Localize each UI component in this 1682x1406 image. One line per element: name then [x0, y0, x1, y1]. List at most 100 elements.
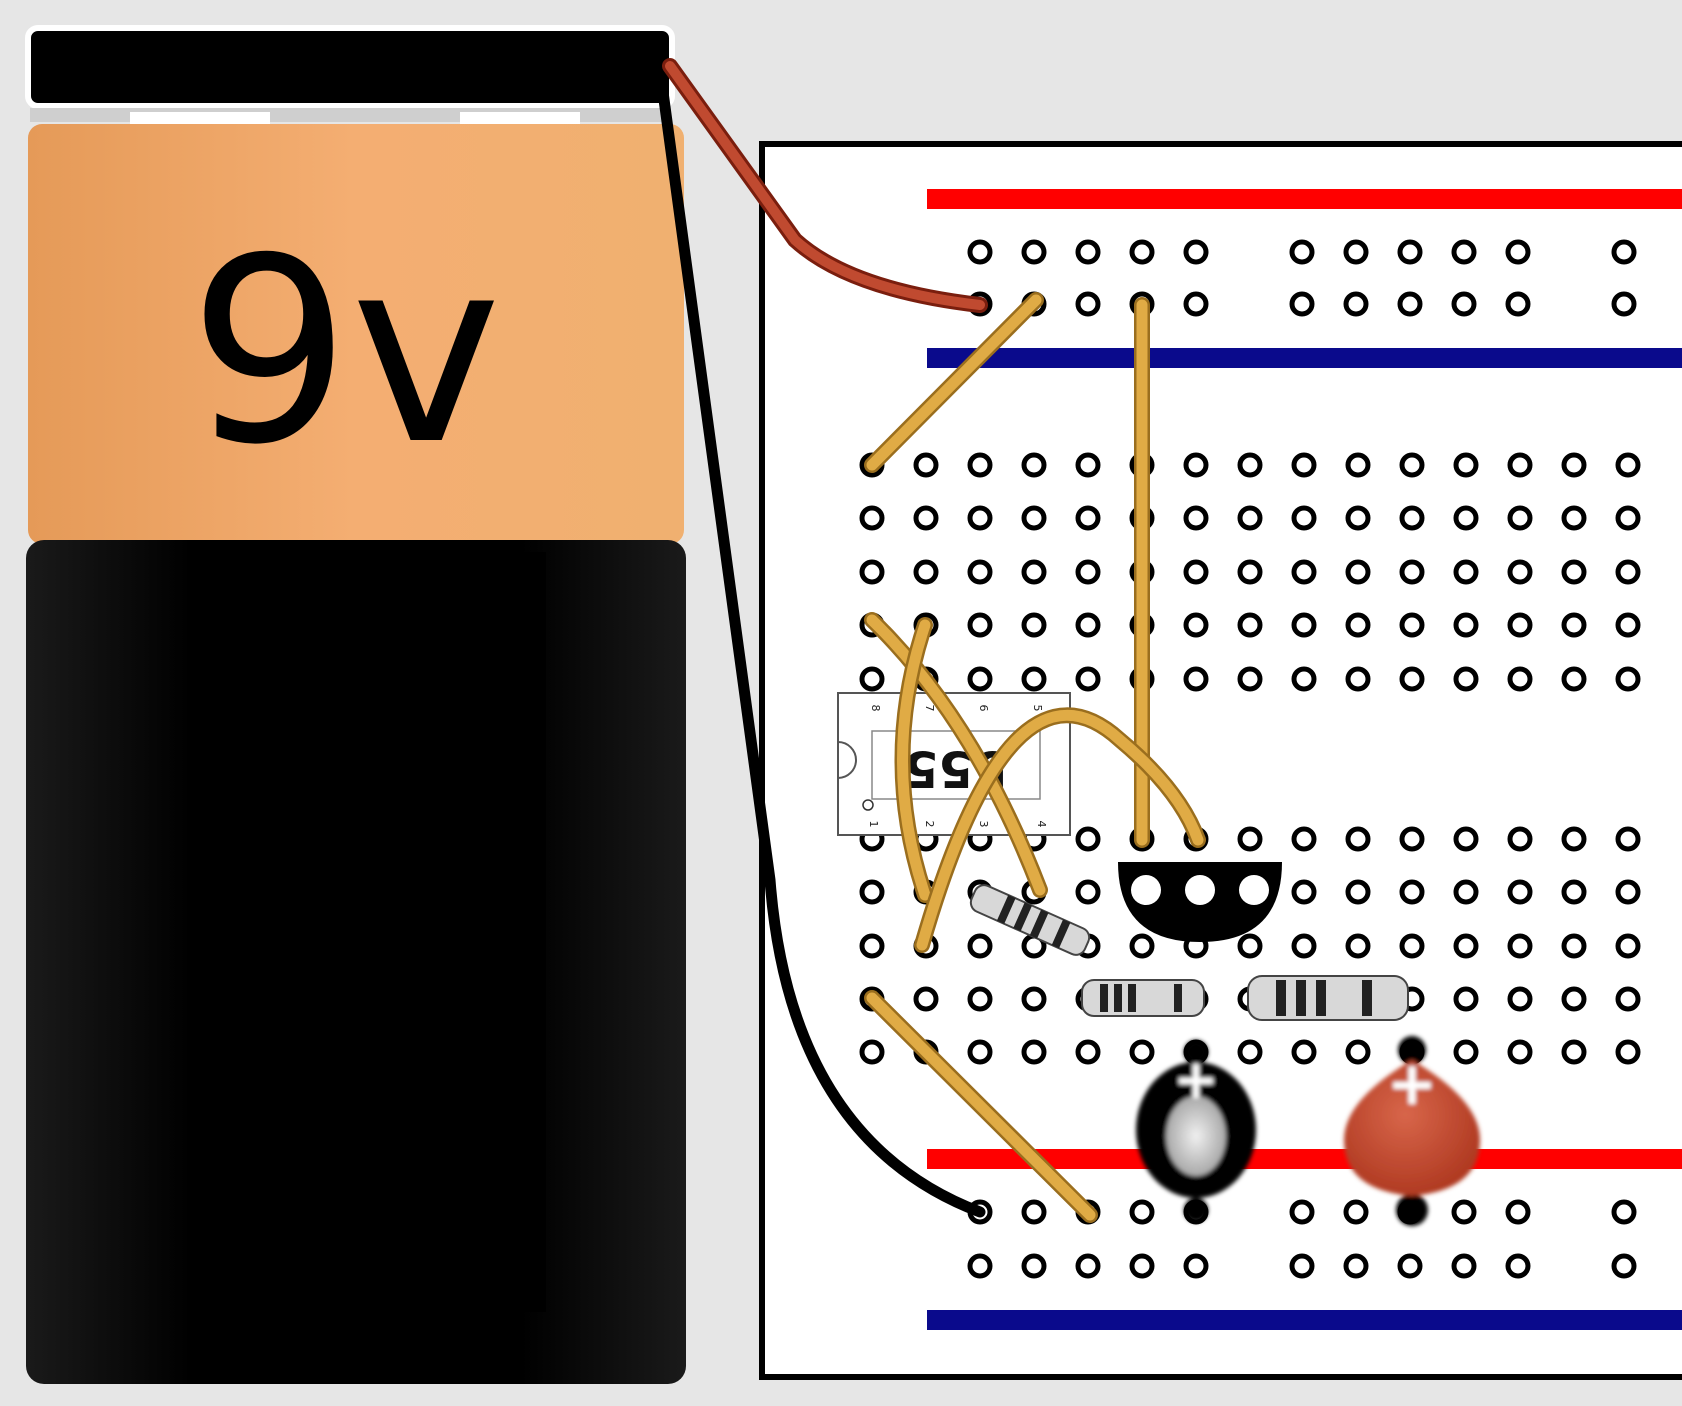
- battery-negative-wire: [654, 64, 986, 1218]
- breadboard-hole: [1453, 559, 1479, 585]
- breadboard-hole: [1129, 1039, 1155, 1065]
- capacitor-1-polarity: +: [1173, 1048, 1218, 1111]
- breadboard-hole: [1237, 452, 1263, 478]
- breadboard-hole: [967, 1253, 993, 1279]
- breadboard-hole: [1291, 559, 1317, 585]
- breadboard-hole: [1291, 933, 1317, 959]
- breadboard-hole: [1397, 291, 1423, 317]
- breadboard-hole: [1399, 933, 1425, 959]
- rail-top-positive-stripe: [927, 189, 1682, 209]
- breadboard-hole: [1507, 505, 1533, 531]
- breadboard-hole: [1453, 826, 1479, 852]
- breadboard-hole: [1453, 879, 1479, 905]
- breadboard-hole: [1345, 1039, 1371, 1065]
- breadboard-hole: [1611, 291, 1637, 317]
- breadboard-hole: [1075, 291, 1101, 317]
- breadboard-hole: [1237, 666, 1263, 692]
- breadboard-hole: [859, 559, 885, 585]
- battery-positive-wire-core: [665, 61, 985, 310]
- rail-bottom-negative-stripe: [927, 1310, 1682, 1330]
- breadboard-hole: [967, 612, 993, 638]
- breadboard-hole: [1075, 879, 1101, 905]
- breadboard-hole: [1183, 452, 1209, 478]
- breadboard-hole: [1561, 986, 1587, 1012]
- breadboard-hole: [1021, 559, 1047, 585]
- transistor-leg-3: [1239, 875, 1269, 905]
- chip-pin-1: 1: [867, 821, 880, 828]
- breadboard-hole: [1075, 826, 1101, 852]
- breadboard-hole: [1129, 1199, 1155, 1225]
- breadboard-hole: [1561, 559, 1587, 585]
- breadboard-hole: [1399, 666, 1425, 692]
- battery-cap: [25, 25, 675, 109]
- breadboard-hole: [1561, 826, 1587, 852]
- chip-pin-7: 7: [923, 705, 936, 712]
- breadboard-hole: [1021, 666, 1047, 692]
- capacitor-ceramic: +: [1344, 1036, 1480, 1226]
- battery-9v: 9v: [25, 25, 686, 1384]
- breadboard-hole: [1399, 612, 1425, 638]
- breadboard-hole: [1075, 666, 1101, 692]
- breadboard-hole: [1343, 1199, 1369, 1225]
- resistor-1: [1081, 979, 1205, 1017]
- battery-copper-top: [28, 124, 684, 544]
- breadboard-hole: [859, 879, 885, 905]
- breadboard-hole: [967, 666, 993, 692]
- breadboard-hole: [1075, 452, 1101, 478]
- breadboard-hole: [1237, 612, 1263, 638]
- breadboard-hole: [1615, 612, 1641, 638]
- breadboard-hole: [1505, 1253, 1531, 1279]
- transistor-leg-1: [1131, 875, 1161, 905]
- breadboard-hole: [1453, 986, 1479, 1012]
- breadboard-hole: [1075, 612, 1101, 638]
- chip-pin-3: 3: [977, 821, 990, 828]
- breadboard-hole: [1237, 505, 1263, 531]
- breadboard-hole: [859, 1039, 885, 1065]
- breadboard-hole: [1453, 666, 1479, 692]
- breadboard-hole: [1561, 879, 1587, 905]
- breadboard-hole: [1021, 612, 1047, 638]
- breadboard-hole: [1615, 666, 1641, 692]
- breadboard-hole: [1343, 291, 1369, 317]
- breadboard-hole: [1183, 559, 1209, 585]
- battery-terminal-right: [460, 112, 580, 124]
- chip-notch: [837, 741, 857, 779]
- breadboard-hole: [1507, 826, 1533, 852]
- breadboard-hole: [1399, 559, 1425, 585]
- resistor-2: [1247, 975, 1409, 1021]
- breadboard-hole: [1289, 239, 1315, 265]
- chip-pin-4: 4: [1035, 821, 1048, 828]
- breadboard-hole: [1237, 933, 1263, 959]
- breadboard-hole: [967, 239, 993, 265]
- breadboard-hole: [1021, 1253, 1047, 1279]
- breadboard-hole: [967, 986, 993, 1012]
- breadboard-hole: [967, 1039, 993, 1065]
- breadboard-hole: [1399, 879, 1425, 905]
- breadboard-hole: [913, 452, 939, 478]
- breadboard-hole: [1183, 1253, 1209, 1279]
- breadboard-hole: [1343, 239, 1369, 265]
- breadboard-hole: [1129, 933, 1155, 959]
- breadboard-hole: [1345, 826, 1371, 852]
- breadboard-hole: [1615, 505, 1641, 531]
- breadboard-hole: [1615, 826, 1641, 852]
- jumper-wire: [866, 614, 1046, 896]
- breadboard-hole: [1289, 1199, 1315, 1225]
- breadboard-hole: [1075, 505, 1101, 531]
- breadboard-hole: [1615, 559, 1641, 585]
- breadboard-hole: [1075, 559, 1101, 585]
- breadboard-hole: [1021, 1039, 1047, 1065]
- transistor-leg-2: [1185, 875, 1215, 905]
- jumper-wires: [864, 292, 1206, 1223]
- breadboard-hole: [1291, 1039, 1317, 1065]
- breadboard-hole: [1451, 239, 1477, 265]
- breadboard-hole: [967, 505, 993, 531]
- breadboard-hole: [967, 933, 993, 959]
- breadboard-hole: [1453, 452, 1479, 478]
- breadboard-hole: [1505, 239, 1531, 265]
- breadboard-hole: [1561, 666, 1587, 692]
- chip-pin-2: 2: [923, 821, 936, 828]
- breadboard-hole: [1507, 1039, 1533, 1065]
- breadboard-hole: [1345, 666, 1371, 692]
- breadboard-hole: [1021, 505, 1047, 531]
